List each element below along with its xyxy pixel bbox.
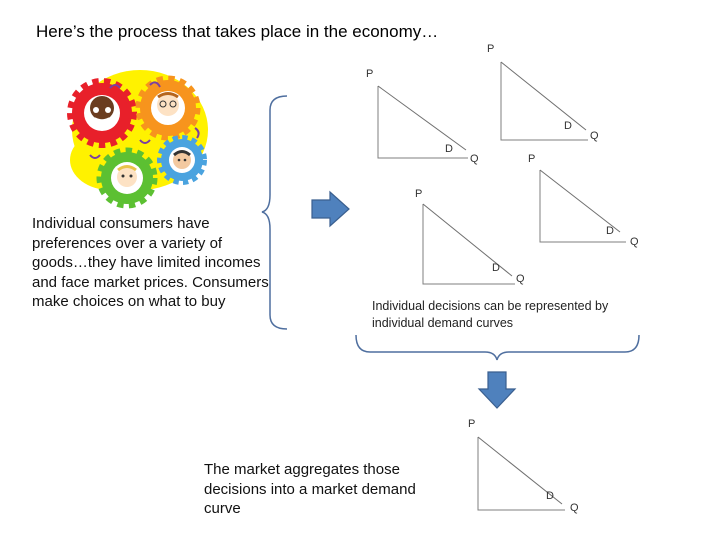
consumers-description: Individual consumers have preferences ov… [32,215,269,310]
page-title: Here’s the process that takes place in t… [36,22,439,41]
demand-label: D [564,120,572,132]
demand-curve-market [477,436,565,511]
quantity-label: Q [470,153,479,165]
right-arrow-icon [311,190,350,228]
demand-curve-3 [422,203,515,285]
left-bracket [261,95,288,330]
price-label: P [487,43,495,55]
orange-gear-icon [135,75,201,141]
demand-curve-4 [539,169,626,243]
demand-label: D [492,262,500,274]
demand-label: D [445,143,453,155]
quantity-label: Q [590,130,599,142]
quantity-label: Q [570,502,579,514]
market-demand-description: The market aggregates those decisions in… [204,461,416,517]
demand-curve-1 [377,85,468,159]
consumers-illustration [67,70,208,209]
demand-curve-2 [500,61,588,141]
bottom-bracket [355,334,640,361]
price-label: P [528,153,536,165]
down-arrow-icon [477,371,517,409]
price-label: P [415,188,423,200]
price-label: P [366,68,374,80]
demand-label: D [606,225,614,237]
demand-label: D [546,490,554,502]
quantity-label: Q [630,236,639,248]
quantity-label: Q [516,273,525,285]
green-gear-icon [96,147,158,209]
red-gear-icon [67,78,137,148]
individual-demand-description: Individual decisions can be represented … [372,299,609,330]
blue-gear-icon [157,135,207,185]
price-label: P [468,418,476,430]
